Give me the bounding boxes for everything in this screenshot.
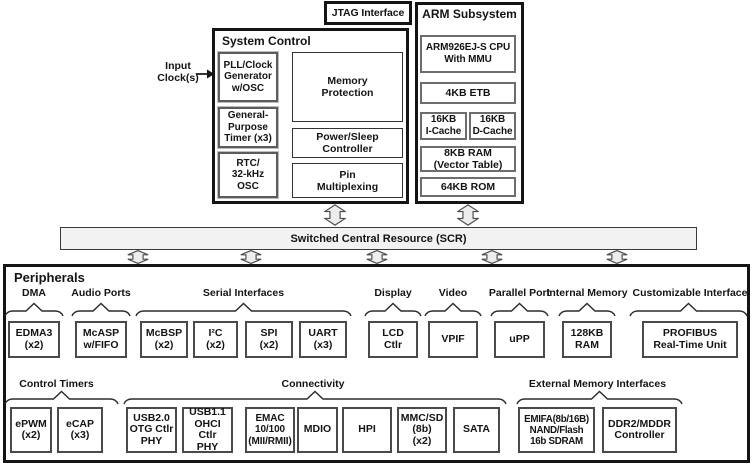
module-i2c: I²C (x2)	[193, 321, 238, 358]
module-128kb-ram: 128KB RAM	[562, 321, 612, 358]
rtc-osc-box: RTC/ 32-kHz OSC	[218, 152, 278, 198]
scr-peripherals-arrow-5	[606, 250, 628, 264]
group-display-label: Display	[374, 287, 412, 299]
group-display-brace	[364, 302, 422, 317]
system-control-box: System Control PLL/Clock Generator w/OSC…	[212, 28, 409, 204]
power-sleep-controller-box: Power/Sleep Controller	[292, 128, 403, 158]
group-external-memory-brace	[516, 390, 683, 405]
peripherals-title: Peripherals	[14, 270, 85, 285]
group-parallel-port: Parallel Port uPP	[489, 287, 550, 358]
module-hpi: HPI	[342, 407, 392, 453]
group-connectivity-brace	[123, 390, 507, 405]
module-sata: SATA	[453, 407, 500, 453]
module-ecap: eCAP (x3)	[57, 407, 103, 453]
module-spi: SPI (x2)	[245, 321, 293, 358]
group-internal-memory: Internal Memory 128KB RAM	[546, 287, 628, 358]
group-serial-interfaces-label: Serial Interfaces	[202, 287, 285, 299]
group-audio-ports-brace	[71, 302, 131, 317]
group-parallel-port-label: Parallel Port	[488, 287, 551, 299]
group-external-memory: External Memory Interfaces EMIFA(8b/16B)…	[516, 378, 683, 453]
group-external-memory-label: External Memory Interfaces	[528, 378, 667, 390]
group-video-label: Video	[438, 287, 468, 299]
jtag-interface-label: JTAG Interface	[331, 7, 405, 19]
group-customizable-interface: Customizable Interface PROFIBUS Real-Tim…	[629, 287, 748, 358]
input-clock-label: Input Clock(s)	[157, 60, 199, 84]
group-serial-interfaces: Serial Interfaces McBSP (x2) I²C (x2) SP…	[135, 287, 352, 358]
module-vpif: VPIF	[428, 321, 478, 358]
group-control-timers-brace	[4, 390, 119, 405]
module-epwm: ePWM (x2)	[10, 407, 52, 453]
group-connectivity: Connectivity USB2.0 OTG Ctlr PHY USB1.1 …	[123, 378, 507, 453]
icache-box: 16KB I-Cache	[420, 112, 467, 140]
module-usb2: USB2.0 OTG Ctlr PHY	[126, 407, 177, 453]
module-lcd-ctlr: LCD Ctlr	[368, 321, 418, 358]
group-audio-ports: Audio Ports McASP w/FIFO	[71, 287, 131, 358]
general-purpose-timer-box: General- Purpose Timer (x3)	[218, 107, 278, 148]
module-usb1: USB1.1 OHCI Ctlr PHY	[182, 406, 233, 453]
arm-subsystem-title: ARM Subsystem	[422, 7, 517, 21]
dcache-box: 16KB D-Cache	[469, 112, 516, 140]
group-display: Display LCD Ctlr	[364, 287, 422, 358]
module-mcasp: McASP w/FIFO	[75, 321, 127, 358]
group-parallel-port-brace	[490, 302, 549, 317]
group-dma-brace	[4, 302, 64, 317]
jtag-interface-box: JTAG Interface	[324, 1, 412, 25]
memory-protection-box: Memory Protection	[292, 52, 403, 122]
vector-ram-box: 8KB RAM (Vector Table)	[420, 146, 516, 172]
peripherals-box: Peripherals DMA EDMA3 (x2) Audio Ports M…	[3, 264, 750, 463]
group-control-timers-label: Control Timers	[19, 378, 94, 390]
module-mcbsp: McBSP (x2)	[140, 321, 188, 358]
system-control-title: System Control	[222, 34, 311, 48]
module-edma3: EDMA3 (x2)	[8, 321, 60, 358]
module-upp: uPP	[494, 321, 545, 358]
etb-box: 4KB ETB	[420, 82, 516, 104]
group-dma: DMA EDMA3 (x2)	[4, 287, 64, 358]
module-mdio: MDIO	[297, 407, 338, 453]
pll-clock-generator-box: PLL/Clock Generator w/OSC	[218, 52, 278, 102]
module-ddr2: DDR2/MDDR Controller	[602, 407, 677, 453]
scr-peripherals-arrow-1	[127, 250, 149, 264]
module-emifa: EMIFA(8b/16B) NAND/Flash 16b SDRAM	[518, 407, 595, 453]
pin-multiplexing-box: Pin Multiplexing	[292, 163, 403, 198]
group-audio-ports-label: Audio Ports	[71, 287, 131, 299]
group-dma-label: DMA	[22, 287, 46, 299]
group-internal-memory-brace	[558, 302, 616, 317]
arm-subsystem-box: ARM Subsystem ARM926EJ-S CPU With MMU 4K…	[415, 2, 524, 204]
scr-bar: Switched Central Resource (SCR)	[60, 227, 697, 250]
scr-peripherals-arrow-4	[481, 250, 503, 264]
module-emac: EMAC 10/100 (MII/RMII)	[245, 407, 295, 453]
input-clock-arrow	[196, 69, 215, 79]
group-video: Video VPIF	[424, 287, 482, 358]
system-control-scr-arrow	[324, 204, 346, 226]
arm926-cpu-box: ARM926EJ-S CPU With MMU	[420, 35, 516, 73]
scr-peripherals-arrow-2	[240, 250, 262, 264]
group-serial-interfaces-brace	[135, 302, 352, 317]
group-customizable-interface-brace	[629, 302, 748, 317]
rom-box: 64KB ROM	[420, 177, 516, 197]
group-control-timers: Control Timers ePWM (x2) eCAP (x3)	[4, 378, 119, 453]
group-customizable-interface-label: Customizable Interface	[632, 287, 748, 299]
arm-subsystem-scr-arrow	[457, 204, 479, 226]
group-video-brace	[424, 302, 482, 317]
group-connectivity-label: Connectivity	[281, 378, 345, 390]
module-uart: UART (x3)	[299, 321, 347, 358]
module-mmcsd: MMC/SD (8b) (x2)	[397, 407, 447, 453]
scr-peripherals-arrow-3	[366, 250, 388, 264]
scr-label: Switched Central Resource (SCR)	[290, 232, 467, 245]
module-profibus: PROFIBUS Real-Time Unit	[642, 321, 738, 358]
group-internal-memory-label: Internal Memory	[546, 287, 628, 299]
